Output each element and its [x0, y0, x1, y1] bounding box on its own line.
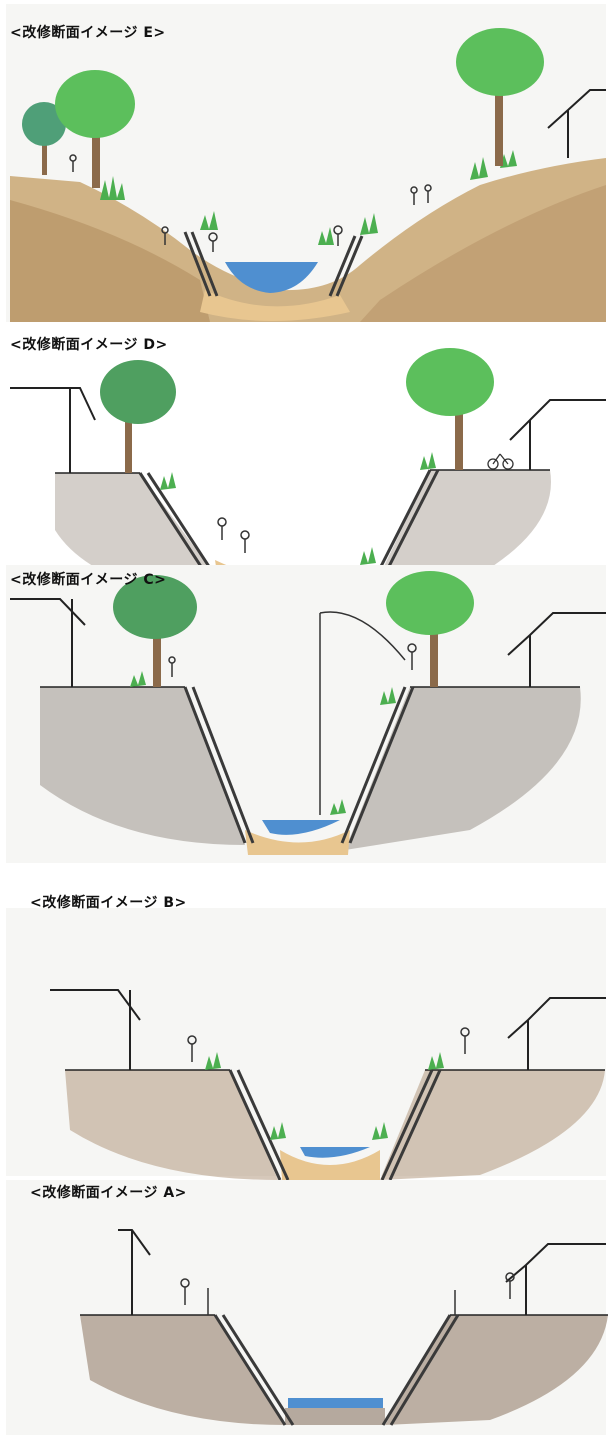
panel-c-background [6, 565, 606, 863]
panel-c-water [262, 820, 340, 835]
panel-d-tree-right [406, 348, 494, 470]
panel-e-house [547, 89, 606, 158]
panel-e: <改修断面イメージ E> [0, 0, 610, 330]
panel-c-revetment-left [183, 686, 255, 844]
panel-e-tree-left [55, 70, 135, 188]
panel-d-bank-right [384, 470, 551, 565]
panel-c: <改修断面イメージ C> [0, 565, 610, 865]
panel-b-title: <改修断面イメージ B> [30, 895, 187, 911]
panel-a-house-left [118, 1229, 151, 1315]
panel-b-water [300, 1147, 370, 1158]
panel-a: <改修断面イメージ A> [0, 1180, 610, 1437]
panel-e-tree-right [456, 28, 544, 166]
panel-c-house-left [10, 598, 86, 687]
panel-b-revetment-right [380, 1069, 442, 1180]
panel-a-drawing [6, 1180, 608, 1435]
panel-d-bank-left [55, 473, 208, 565]
panel-e-revetment-left [183, 231, 219, 297]
panel-b-grass [205, 1052, 444, 1140]
panel-d-house-right [509, 399, 606, 470]
panel-d-tree-left [100, 360, 176, 473]
panel-e-revetment-right [328, 235, 364, 297]
panel-c-house-right [507, 612, 606, 687]
panel-b-bank-left [65, 1070, 278, 1180]
panel-c-fisherman [319, 611, 417, 815]
panel-e-water [225, 262, 318, 293]
panel-b-people [187, 1027, 470, 1062]
panel-a-people [180, 1272, 515, 1315]
panel-e-bank-shade-right [360, 185, 606, 322]
panel-a-riverbed [285, 1408, 385, 1425]
panel-c-tree-right [386, 571, 474, 687]
panel-a-title: <改修断面イメージ A> [30, 1185, 187, 1201]
panel-c-title: <改修断面イメージ C> [10, 572, 167, 588]
panel-d: <改修断面イメージ D> [0, 330, 610, 565]
panel-c-bank-left [40, 687, 245, 845]
panel-a-bank-left [80, 1315, 285, 1425]
panel-e-bank [10, 158, 606, 322]
panel-d-riverbed [215, 560, 227, 565]
panel-d-grass [160, 452, 436, 565]
panel-c-revetment-right [340, 686, 415, 844]
panel-e-grass [100, 150, 517, 245]
panel-e-people [69, 154, 432, 252]
panel-a-house-right [505, 1243, 606, 1315]
panel-d-revetment-left [138, 472, 210, 565]
panel-c-person-left [168, 656, 176, 677]
panel-e-bank-shade [10, 200, 210, 322]
panel-a-revetment-left [213, 1314, 295, 1426]
panel-d-title: <改修断面イメージ D> [10, 337, 168, 353]
panel-a-water [288, 1398, 383, 1408]
panel-d-revetment-right [380, 469, 440, 565]
panel-d-people [217, 517, 250, 553]
panel-b-drawing [6, 908, 606, 1180]
panel-c-riverbed [245, 830, 350, 855]
panel-b-bank-right [380, 1070, 605, 1180]
panel-d-house-left [10, 387, 96, 473]
panel-b-revetment-left [228, 1069, 290, 1180]
panel-b-house-right [507, 997, 606, 1070]
panel-b-riverbed [280, 1150, 380, 1180]
panel-c-grass [130, 671, 396, 815]
panel-b-house-left [50, 989, 141, 1070]
panel-b-background [6, 908, 606, 1176]
panel-e-title: <改修断面イメージ E> [10, 25, 166, 41]
panel-e-drawing [6, 4, 606, 322]
panel-c-bank-right [345, 687, 581, 850]
panel-c-tree-left [113, 575, 197, 687]
panel-a-revetment-right [381, 1314, 460, 1426]
panel-d-bicycle [487, 453, 514, 470]
panel-c-drawing [6, 565, 606, 863]
panel-e-tree-left-small [22, 102, 66, 175]
panel-e-riverbed [200, 290, 350, 321]
panel-b: <改修断面イメージ B> [0, 890, 610, 1180]
panel-d-drawing [10, 348, 606, 565]
